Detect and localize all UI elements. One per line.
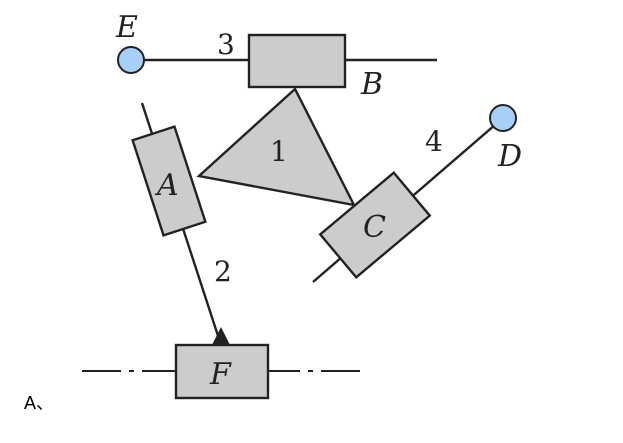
- option-caption: A、: [24, 393, 55, 413]
- label-a: A: [154, 168, 179, 203]
- label-c: C: [363, 210, 386, 245]
- link-1-triangle: [196, 87, 357, 207]
- joint-e-circle: [117, 46, 145, 74]
- slider-c-block: [318, 171, 432, 279]
- slider-b-block: [247, 33, 347, 89]
- slider-c-group: [318, 171, 432, 279]
- label-3: 3: [217, 28, 235, 61]
- slider-f-block: [174, 343, 270, 400]
- joint-d-circle: [489, 104, 517, 132]
- slider-a-block: [131, 125, 207, 237]
- label-4: 4: [425, 125, 443, 158]
- label-d: D: [497, 139, 522, 174]
- label-2: 2: [214, 255, 232, 288]
- label-f: F: [209, 357, 232, 392]
- label-1: 1: [270, 135, 288, 168]
- pin-f-marker: [212, 327, 230, 345]
- label-b: B: [360, 67, 383, 102]
- slider-a-group: [131, 125, 207, 237]
- label-e: E: [115, 10, 138, 45]
